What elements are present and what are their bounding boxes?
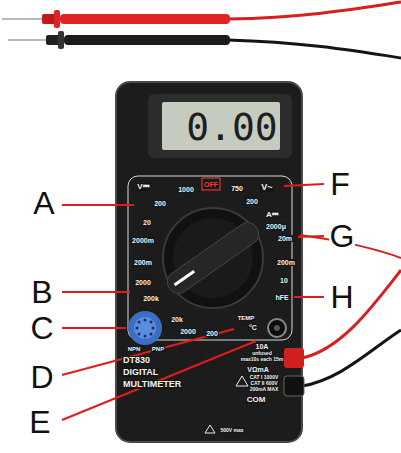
black-probe (46, 35, 60, 45)
transistor-socket (134, 317, 156, 339)
red-plug (284, 348, 304, 368)
jack-label: COM (246, 396, 267, 404)
callout-letter: H (329, 281, 354, 313)
off-label: OFF (203, 181, 219, 188)
red-wire (228, 2, 401, 19)
rating-note: 200mA MAX (249, 387, 280, 392)
finger-guard (58, 31, 64, 49)
dial-grip (163, 219, 262, 298)
range-label: 200 (245, 198, 259, 205)
black-wire (228, 40, 401, 58)
callout-letter: A (32, 187, 55, 219)
model-name: DT830 (122, 356, 151, 365)
probe-tip (2, 18, 42, 20)
callout-letter: F (329, 168, 351, 200)
display-bezel (148, 94, 292, 158)
range-label: °C (248, 324, 258, 331)
callout-letter: B (30, 276, 53, 308)
range-label: 200m (133, 259, 153, 266)
callout-letter: E (28, 406, 51, 438)
range-label: 2000m (131, 237, 155, 244)
display-reading: 0.00 (186, 108, 278, 146)
range-label: 2000 (179, 328, 197, 335)
range-label: 200k (142, 295, 160, 302)
rotary-dial (163, 208, 263, 308)
jack-10a (274, 325, 280, 331)
transistor-socket (128, 311, 162, 345)
range-label: TEMP (237, 315, 256, 321)
leader-lines (62, 184, 324, 420)
range-label: hFE (274, 294, 289, 301)
range-label: A⎓ (265, 211, 279, 219)
jack-note: max10s each 15m (240, 357, 285, 362)
range-label: 2000 (134, 279, 152, 286)
range-label: 20 (142, 219, 152, 226)
lcd (162, 102, 280, 150)
jack-label: 10A (255, 343, 270, 350)
callout-letter: D (29, 361, 54, 393)
range-label: 20m (277, 235, 293, 242)
model-name: DIGITAL (122, 368, 159, 377)
red-lead (302, 270, 401, 358)
model-name: MULTIMETER (122, 380, 182, 389)
black-probe (64, 35, 230, 45)
jack-10a (268, 319, 286, 337)
socket-label: NPN (127, 346, 142, 352)
range-label: V⎓ (136, 183, 149, 191)
callout-letter: C (29, 312, 54, 344)
black-lead (302, 330, 401, 386)
warning-symbol (205, 425, 215, 433)
range-label: 200 (205, 330, 219, 337)
rating-note: 500V max (219, 428, 244, 433)
warning-symbol (236, 376, 248, 386)
range-label: 2000μ (265, 223, 287, 230)
range-label: 10 (279, 277, 289, 284)
range-label: 1000 (177, 186, 195, 193)
range-label: V~ (260, 183, 273, 192)
socket-label: PNP (151, 346, 165, 352)
jack-note: unfused (251, 351, 272, 356)
red-probe (42, 14, 56, 24)
meter-body (116, 82, 302, 442)
off-box (202, 178, 220, 190)
probe-tip (8, 39, 46, 41)
rating-note: CAT II 600V (249, 381, 278, 386)
rating-note: CAT I 1000V (249, 375, 280, 380)
range-label: 200m (276, 259, 296, 266)
range-label: 20k (170, 316, 184, 323)
red-probe (60, 14, 230, 24)
black-plug (284, 376, 304, 396)
range-label: 750 (230, 185, 244, 192)
socket-holes (136, 319, 155, 338)
callout-letter: G (329, 220, 356, 252)
jack-label: VΩmA (246, 366, 270, 373)
range-label: 200 (153, 200, 167, 207)
finger-guard (54, 10, 60, 28)
